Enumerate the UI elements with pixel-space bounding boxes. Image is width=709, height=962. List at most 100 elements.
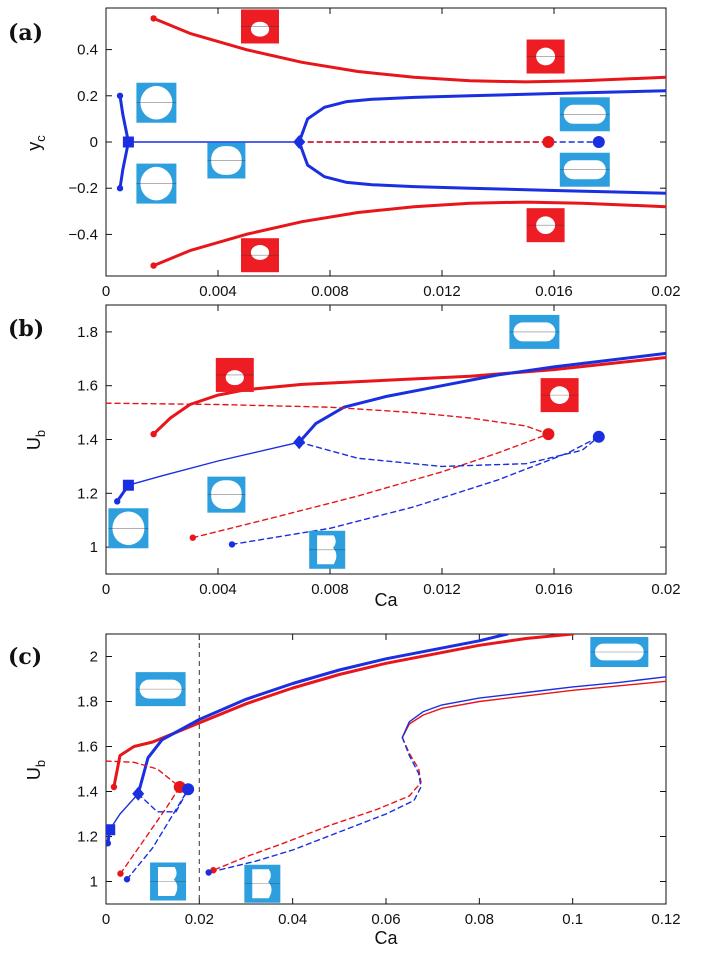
series-line <box>297 351 666 444</box>
point-marker <box>542 136 555 148</box>
series-line <box>127 441 300 486</box>
point-marker <box>150 430 157 438</box>
droplet-inset <box>241 238 279 273</box>
point-marker <box>189 534 196 541</box>
droplet-inset <box>559 152 610 187</box>
point-marker <box>116 92 124 99</box>
y-tick-label: 1.8 <box>77 694 98 711</box>
y-tick-label: −0.2 <box>68 180 98 197</box>
droplet-inset <box>136 82 177 123</box>
point-marker <box>205 869 212 876</box>
x-tick-label: 0.02 <box>651 581 680 598</box>
square-marker <box>122 479 134 491</box>
y-tick-label: 1.4 <box>77 784 98 801</box>
x-tick-label: 0.06 <box>371 911 400 928</box>
x-axis-label: Ca <box>374 928 398 948</box>
droplet-inset <box>590 637 649 667</box>
diamond-marker <box>293 435 306 450</box>
y-axis-label: yc <box>24 135 48 151</box>
x-tick-label: 0.04 <box>278 911 307 928</box>
droplet-inset <box>244 864 281 903</box>
y-axis-label: Ub <box>24 430 48 450</box>
point-marker <box>114 498 121 505</box>
point-marker <box>592 136 605 148</box>
x-axis-label: Ca <box>374 590 398 610</box>
y-tick-label: 1 <box>90 874 98 891</box>
point-marker <box>150 262 157 269</box>
droplet-inset <box>150 862 187 901</box>
droplet-inset <box>559 97 610 132</box>
series-line <box>297 140 666 195</box>
droplet-inset <box>509 314 560 349</box>
series-line <box>192 433 550 539</box>
series-line <box>126 788 189 880</box>
x-tick-label: 0.012 <box>423 283 461 300</box>
point-marker <box>228 541 236 548</box>
x-tick-label: 0.016 <box>535 581 573 598</box>
droplet-inset <box>135 672 186 707</box>
droplet-inset <box>215 357 254 392</box>
panel-label: (c) <box>8 644 42 670</box>
droplet-inset <box>241 9 279 44</box>
panel-label: (b) <box>8 316 44 342</box>
panel-label: (a) <box>8 20 43 46</box>
y-tick-label: 1 <box>90 539 98 556</box>
series-line <box>207 736 422 874</box>
x-tick-label: 0.012 <box>423 581 461 598</box>
series-line <box>152 16 666 84</box>
series-line <box>212 736 422 871</box>
x-tick-label: 0.12 <box>651 911 680 928</box>
droplet-shape-icon <box>250 245 270 260</box>
series-line <box>106 760 181 788</box>
y-tick-label: 1.2 <box>77 485 98 502</box>
series-line <box>231 436 600 546</box>
droplet-shape-icon <box>250 21 270 37</box>
plot-area <box>106 351 666 548</box>
x-tick-label: 0.008 <box>311 283 349 300</box>
series-line <box>297 89 666 144</box>
y-axis-label: Ub <box>24 760 48 780</box>
x-tick-label: 0 <box>102 581 110 598</box>
y-tick-label: 0 <box>90 134 98 151</box>
y-tick-label: 1.8 <box>77 324 98 341</box>
series-line <box>401 676 666 739</box>
series-line <box>298 436 600 468</box>
plot-frame <box>105 633 667 905</box>
diamond-marker <box>293 135 306 149</box>
plot-area <box>106 634 666 904</box>
diamond-marker <box>132 786 145 801</box>
square-marker <box>106 824 116 836</box>
x-tick-label: 0.1 <box>562 911 583 928</box>
point-marker <box>592 430 605 443</box>
point-marker <box>182 783 195 796</box>
y-tick-label: 0.4 <box>77 42 98 59</box>
y-tick-label: 2 <box>90 649 98 666</box>
y-tick-label: −0.4 <box>68 226 98 243</box>
x-tick-label: 0.004 <box>199 581 237 598</box>
y-tick-label: 1.6 <box>77 739 98 756</box>
series-line <box>152 200 666 268</box>
droplet-inset <box>136 163 177 204</box>
droplet-inset <box>540 378 579 413</box>
point-marker <box>106 840 112 847</box>
x-tick-label: 0.08 <box>465 911 494 928</box>
x-tick-label: 0.008 <box>311 581 349 598</box>
y-tick-label: 1.4 <box>77 432 98 449</box>
droplet-inset <box>207 476 246 513</box>
droplet-inset <box>526 208 565 243</box>
point-marker <box>150 15 157 22</box>
point-marker <box>542 428 555 441</box>
x-tick-label: 0.016 <box>535 283 573 300</box>
point-marker <box>110 783 118 791</box>
series-line <box>118 94 130 144</box>
square-marker <box>122 136 134 148</box>
series-line <box>119 786 181 875</box>
series-line <box>118 140 130 190</box>
x-tick-label: 0.004 <box>199 283 237 300</box>
point-marker <box>123 876 131 883</box>
droplet-inset <box>207 142 246 179</box>
